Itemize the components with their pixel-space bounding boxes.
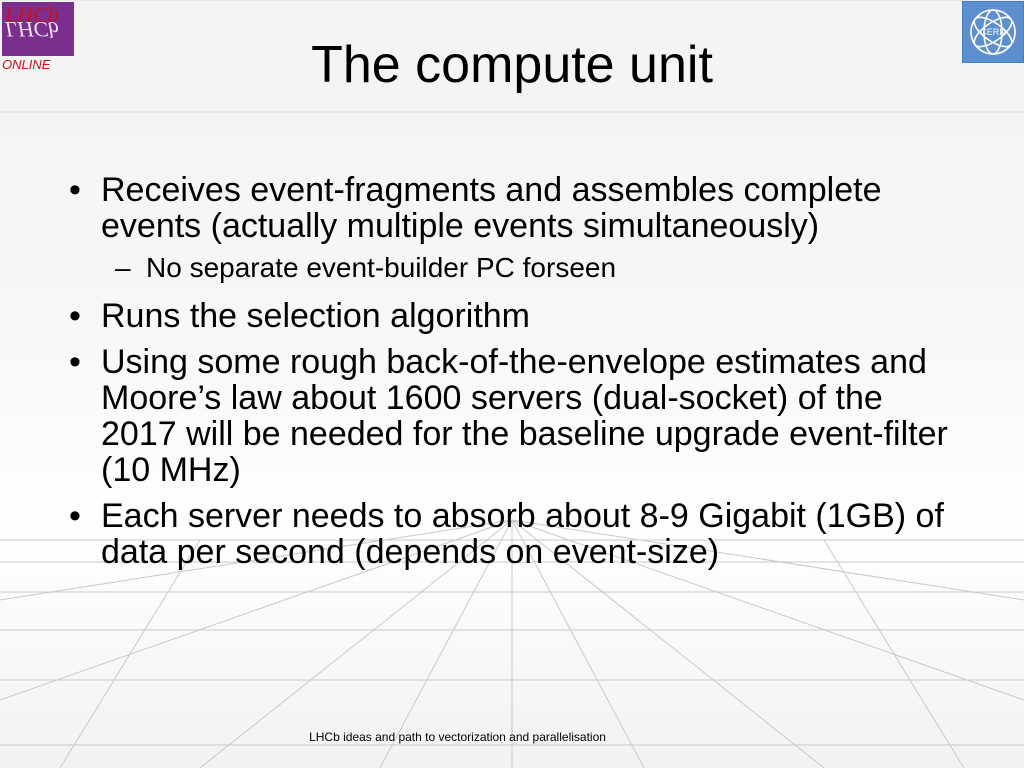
bullet-symbol: •	[69, 297, 81, 335]
bullet-item: • Receives event-fragments and assembles…	[60, 172, 960, 244]
online-logo-text: ONLINE	[2, 57, 51, 72]
lhcb-logo-text: LHCb	[4, 2, 59, 27]
bullet-text: Using some rough back-of-the-envelope es…	[101, 343, 948, 489]
bullet-symbol: •	[69, 497, 81, 535]
bullet-symbol: •	[69, 343, 81, 381]
bullet-item: • Using some rough back-of-the-envelope …	[60, 344, 960, 488]
lhcb-online-logo: LHCb LHCb ONLINE	[0, 0, 78, 74]
cern-logo-text: CERN	[980, 27, 1006, 37]
bullet-text: Receives event-fragments and assembles c…	[101, 171, 882, 245]
bullet-item: • Runs the selection algorithm	[60, 298, 960, 334]
bullet-symbol: •	[69, 171, 81, 209]
bullet-list: • Receives event-fragments and assembles…	[60, 172, 960, 580]
slide-footer: LHCb ideas and path to vectorization and…	[309, 730, 606, 744]
bullet-text: Runs the selection algorithm	[101, 297, 531, 335]
bullet-item: • Each server needs to absorb about 8-9 …	[60, 498, 960, 570]
cern-logo: CERN	[962, 1, 1024, 63]
sub-bullet-symbol: –	[115, 252, 131, 283]
sub-bullet-item: – No separate event-builder PC forseen	[115, 252, 960, 284]
slide-title: The compute unit	[311, 36, 713, 94]
bullet-text: Each server needs to absorb about 8-9 Gi…	[101, 497, 944, 571]
sub-bullet-text: No separate event-builder PC forseen	[146, 252, 617, 283]
lhcb-logo-mirror-text: LHCb	[4, 17, 59, 42]
